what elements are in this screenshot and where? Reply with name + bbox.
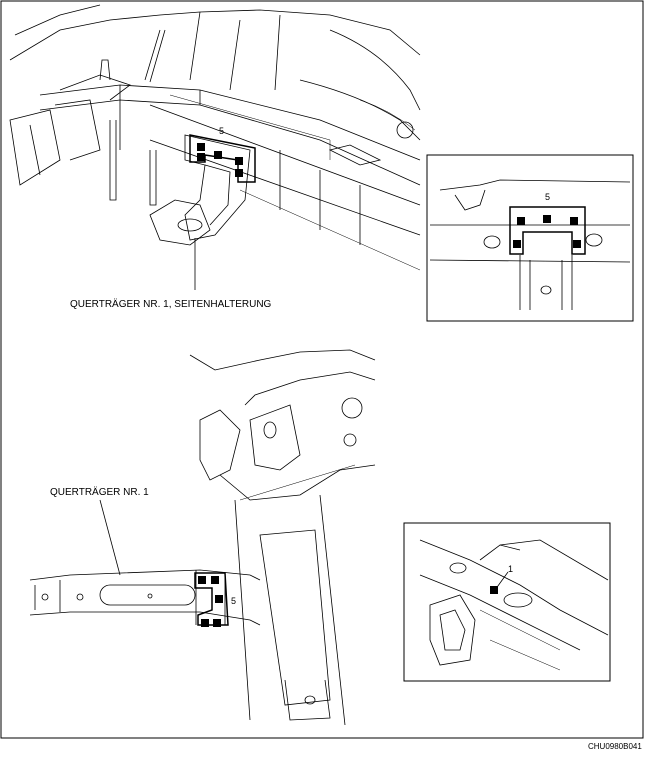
top-inset-detail xyxy=(426,154,634,322)
top-view-illustration xyxy=(9,4,421,290)
figure-code: CHU0980B041 xyxy=(588,742,642,751)
side-bracket-label: QUERTRÄGER NR. 1, SEITENHALTERUNG xyxy=(70,298,272,310)
bolt-marker-square xyxy=(570,217,578,225)
inset-callout-number-1: 1 xyxy=(508,564,513,574)
bolt-marker-square xyxy=(235,157,243,165)
bolt-marker-square xyxy=(215,595,223,603)
bolt-marker-square xyxy=(235,169,243,177)
bolt-marker-square xyxy=(543,215,551,223)
callout-number: 5 xyxy=(219,126,224,136)
bolt-marker-square xyxy=(573,240,581,248)
bottom-callout-number: 5 xyxy=(231,596,236,606)
crossmember-label: QUERTRÄGER NR. 1 xyxy=(50,486,149,498)
bolt-marker-square xyxy=(197,143,205,151)
bolt-marker-square xyxy=(214,151,222,159)
bolt-marker-square xyxy=(490,586,498,594)
bolt-marker-square xyxy=(197,153,205,161)
inset-callout-number: 5 xyxy=(545,192,550,202)
bolt-marker-square xyxy=(213,619,221,627)
bottom-view-illustration xyxy=(29,349,376,726)
outer-border xyxy=(0,0,644,739)
bolt-marker-square xyxy=(198,576,206,584)
bottom-inset-detail xyxy=(403,522,611,682)
bolt-marker-square xyxy=(201,619,209,627)
bolt-marker-square xyxy=(513,240,521,248)
bolt-marker-square xyxy=(517,217,525,225)
bolt-marker-square xyxy=(211,576,219,584)
